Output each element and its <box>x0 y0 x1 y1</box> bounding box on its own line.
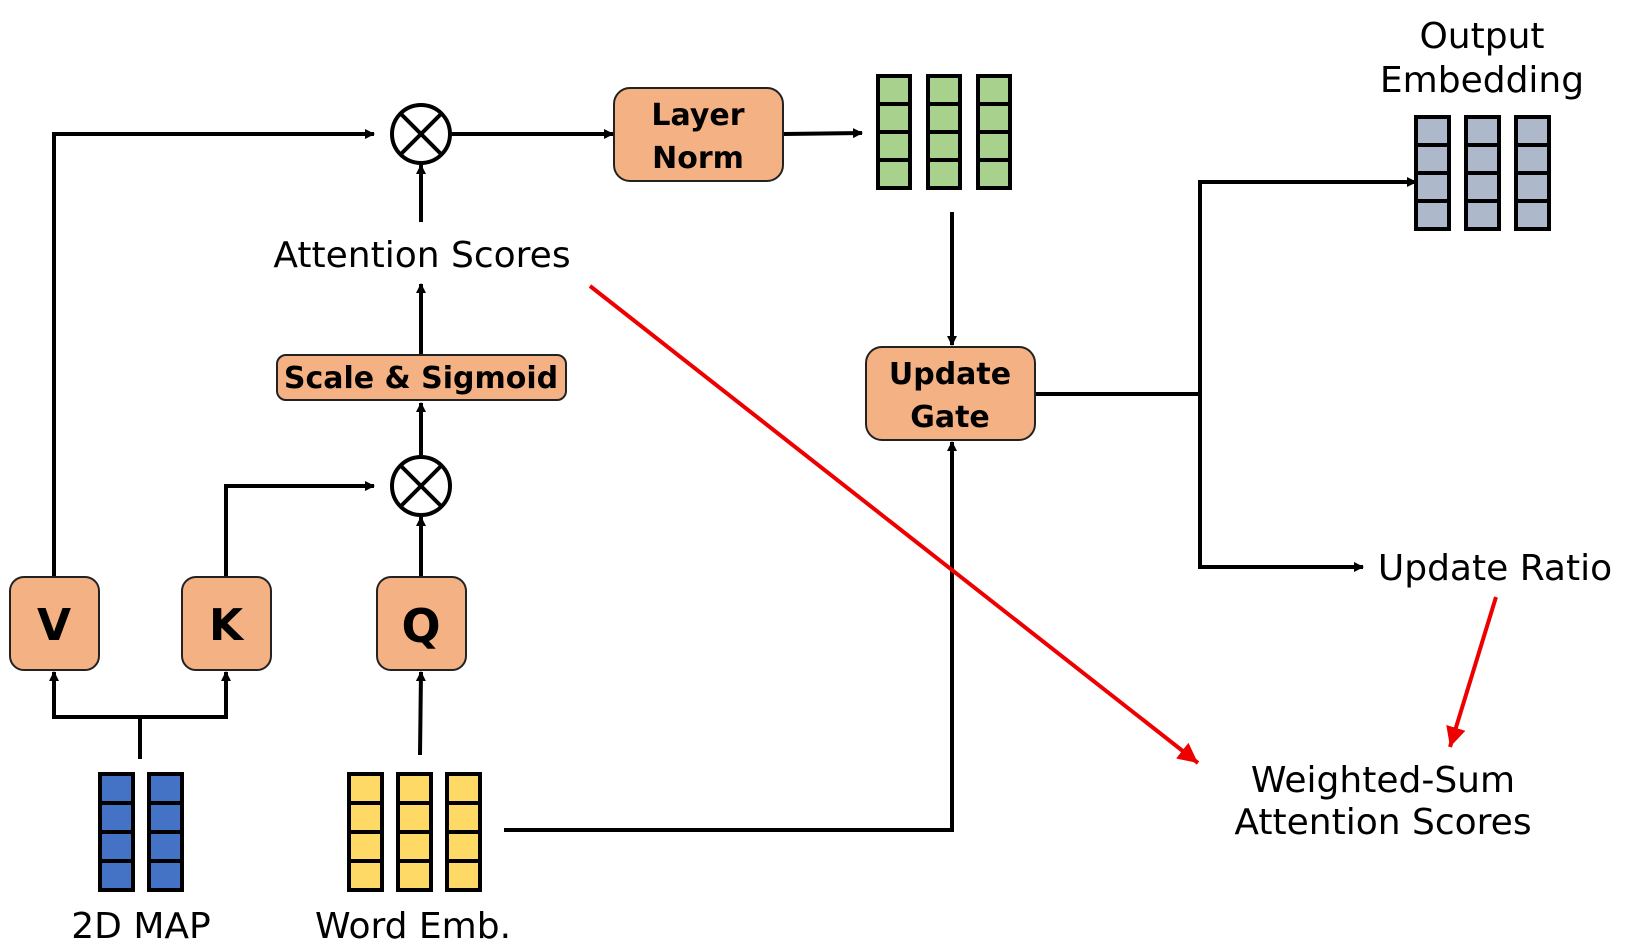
embedding-cell <box>1414 199 1451 231</box>
k-label: K <box>209 600 245 651</box>
update-gate-box: Update Gate <box>865 346 1036 441</box>
embedding-cell <box>347 830 384 863</box>
embedding-column <box>876 74 912 190</box>
embedding-cell <box>445 830 482 863</box>
embedding-cell <box>876 74 912 106</box>
circled-times-icon <box>390 103 452 165</box>
embedding-cell <box>445 772 482 805</box>
layer-norm-box: Layer Norm <box>613 87 784 182</box>
embedding-cell <box>147 801 184 834</box>
embedding-cell <box>396 830 433 863</box>
embedding-cell <box>976 158 1012 190</box>
embedding-cell <box>876 130 912 162</box>
layernorm-to-green-line <box>783 128 863 139</box>
embedding-cell <box>926 130 962 162</box>
update-ratio-label: Update Ratio <box>1378 548 1612 589</box>
weighted-sum-label-line2: Attention Scores <box>1234 802 1531 843</box>
word-embedding <box>347 772 482 892</box>
k-box: K <box>181 576 272 671</box>
embedding-cell <box>926 158 962 190</box>
embedding-cell <box>1464 143 1501 175</box>
embedding-cell <box>347 859 384 892</box>
v-to-top-multiply-line <box>52 129 375 576</box>
embedding-cell <box>1514 115 1551 147</box>
embedding-cell <box>1464 171 1501 203</box>
embedding-cell <box>1414 143 1451 175</box>
embedding-cell <box>98 830 135 863</box>
circled-times-icon <box>390 455 452 517</box>
embedding-column <box>147 772 184 892</box>
embedding-cell <box>1414 115 1451 147</box>
embedding-column <box>976 74 1012 190</box>
embedding-cell <box>445 801 482 834</box>
embedding-column <box>1414 115 1451 231</box>
embedding-column <box>347 772 384 892</box>
embedding-cell <box>1414 171 1451 203</box>
embedding-cell <box>347 772 384 805</box>
embedding-column <box>98 772 135 892</box>
embedding-cell <box>1514 143 1551 175</box>
scale-sigmoid-label: Scale & Sigmoid <box>284 361 558 396</box>
embedding-cell <box>926 74 962 106</box>
attention-scores-label: Attention Scores <box>273 235 570 276</box>
word-emb-label: Word Emb. <box>315 906 511 947</box>
map-to-k-line <box>140 671 231 719</box>
embedding-column <box>1514 115 1551 231</box>
weighted-sum-label-line1: Weighted-Sum <box>1251 760 1515 801</box>
output-embedding-label-line2: Embedding <box>1380 60 1584 101</box>
embedding-column <box>926 74 962 190</box>
top-multiply-node <box>390 103 452 165</box>
embedding-cell <box>98 772 135 805</box>
embedding-cell <box>1514 171 1551 203</box>
q-label: Q <box>401 599 440 653</box>
normalized-embedding <box>876 74 1012 190</box>
embedding-column <box>396 772 433 892</box>
embedding-cell <box>147 859 184 892</box>
embedding-column <box>1464 115 1501 231</box>
embedding-cell <box>445 859 482 892</box>
split-to-output-line <box>1198 177 1417 394</box>
layer-norm-label-line1: Layer <box>651 98 744 133</box>
embedding-cell <box>976 102 1012 134</box>
embedding-cell <box>976 74 1012 106</box>
map-2d-label: 2D MAP <box>71 906 210 947</box>
split-to-update-ratio-line <box>1198 394 1364 572</box>
map-to-v-line <box>49 671 140 719</box>
highlight-arrows <box>588 284 1498 765</box>
scale-sigmoid-box: Scale & Sigmoid <box>276 354 567 401</box>
embedding-cell <box>98 859 135 892</box>
embedding-cell <box>926 102 962 134</box>
embedding-cell <box>98 801 135 834</box>
embedding-cell <box>1514 199 1551 231</box>
embedding-cell <box>876 102 912 134</box>
k-to-lower-multiply-line <box>224 481 375 576</box>
q-box: Q <box>376 576 467 671</box>
embedding-cell <box>1464 115 1501 147</box>
embedding-cell <box>347 801 384 834</box>
embedding-cell <box>1464 199 1501 231</box>
embedding-cell <box>147 830 184 863</box>
embedding-column <box>445 772 482 892</box>
embedding-cell <box>396 801 433 834</box>
update-gate-label-line1: Update <box>889 357 1011 392</box>
update-ratio-to-weighted-sum-arrow <box>1446 596 1498 748</box>
embedding-cell <box>147 772 184 805</box>
embedding-cell <box>976 130 1012 162</box>
attention-to-weighted-sum-arrow <box>588 284 1200 765</box>
update-gate-label-line2: Gate <box>910 400 990 435</box>
v-label: V <box>37 600 71 651</box>
embedding-cell <box>876 158 912 190</box>
connectors <box>49 128 1417 832</box>
map-2d-embedding <box>98 772 184 892</box>
embedding-cell <box>396 772 433 805</box>
layer-norm-label-line2: Norm <box>652 141 744 176</box>
v-box: V <box>9 576 100 671</box>
output-embedding <box>1414 115 1551 231</box>
word-emb-to-update-gate-line <box>504 441 957 832</box>
embedding-cell <box>396 859 433 892</box>
word-emb-to-q-line <box>415 671 426 756</box>
output-embedding-label-line1: Output <box>1419 16 1544 57</box>
lower-multiply-node <box>390 455 452 517</box>
